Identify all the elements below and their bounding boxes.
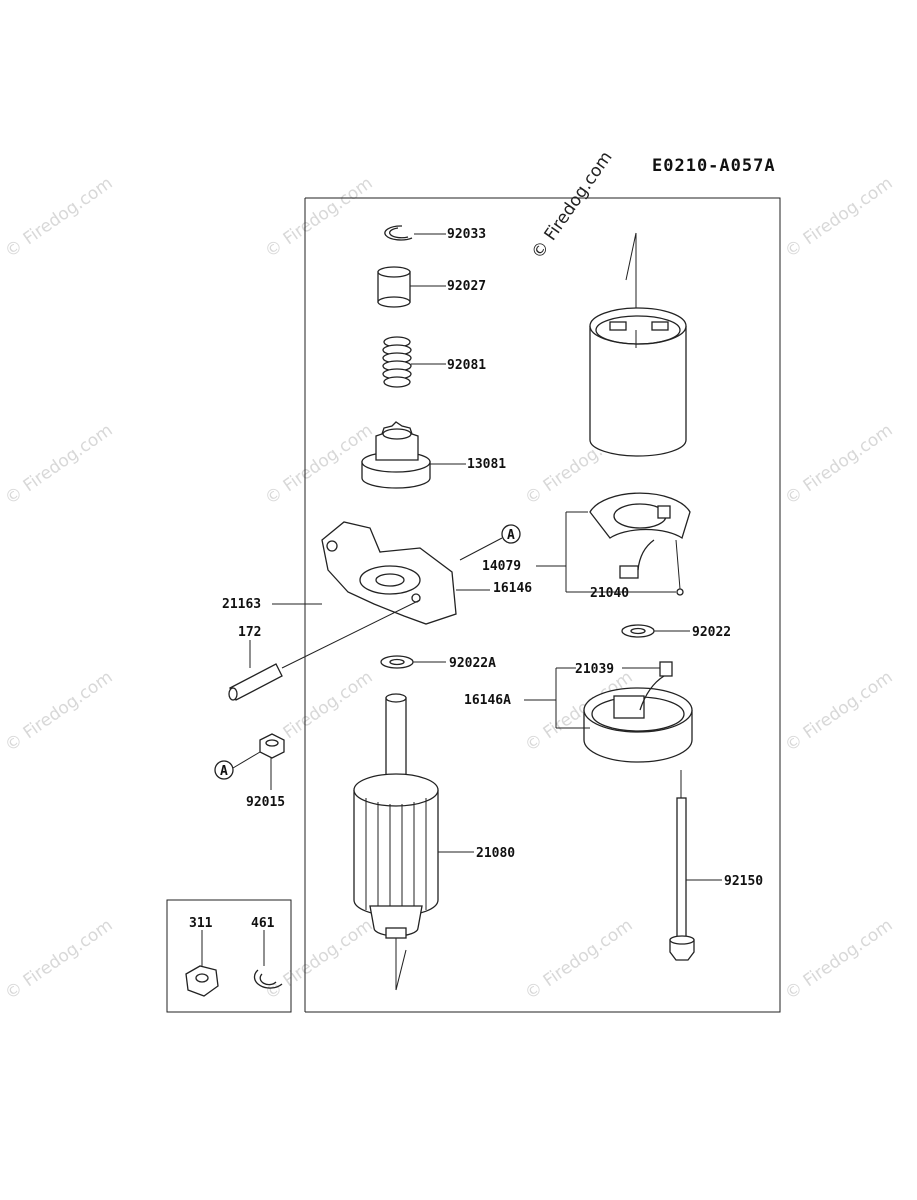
label-16146: 16146 [493,581,532,596]
through-bolt-92150 [669,770,722,961]
callout-a-label: A [507,528,515,543]
main-frame [305,197,781,1013]
label-16146a: 16146A [464,693,511,708]
circlip-92033 [384,225,446,241]
callout-a-right [459,524,521,561]
watermark: © Firedog.com [781,420,896,509]
watermark: © Firedog.com [261,173,376,262]
label-21163: 21163 [222,597,261,612]
washer-92022a [380,655,446,669]
watermark-main: © Firedog.com [528,148,617,263]
callout-a-left-label: A [220,764,228,779]
hardware-box [166,899,292,1013]
pinion-gear-13081 [361,421,466,489]
watermark: © Firedog.com [261,420,376,509]
watermark: © Firedog.com [1,420,116,509]
label-13081: 13081 [467,457,506,472]
watermark: © Firedog.com [261,915,376,1004]
watermark: © Firedog.com [781,915,896,1004]
watermark: © Firedog.com [1,915,116,1004]
label-14079: 14079 [482,559,521,574]
armature-21080 [353,693,474,991]
lock-washer-461 [253,930,283,989]
end-cover-16146a [524,661,693,763]
nut-92015 [214,733,285,790]
label-92081: 92081 [447,358,486,373]
label-21080: 21080 [476,846,515,861]
watermark: © Firedog.com [521,915,636,1004]
label-21039: 21039 [575,662,614,677]
collar-92027 [377,266,446,308]
housing-16146 [321,521,490,625]
label-92015: 92015 [246,795,285,810]
label-92033: 92033 [447,227,486,242]
watermark: © Firedog.com [781,173,896,262]
label-461: 461 [251,916,275,931]
label-92027: 92027 [447,279,486,294]
label-172: 172 [238,625,261,640]
label-92022: 92022 [692,625,731,640]
diagram-code: E0210-A057A [652,156,776,176]
watermark: © Firedog.com [1,173,116,262]
label-311: 311 [189,916,213,931]
watermark: © Firedog.com [781,667,896,756]
label-92150: 92150 [724,874,763,889]
label-21040: 21040 [590,586,629,601]
nut-311 [185,930,219,997]
stud-172 [228,599,421,701]
spring-92081 [382,336,446,388]
washer-92022 [621,624,690,638]
watermark: © Firedog.com [1,667,116,756]
yoke-housing [589,232,687,457]
brush-plate-14079 [536,492,691,596]
label-92022a: 92022A [449,656,496,671]
